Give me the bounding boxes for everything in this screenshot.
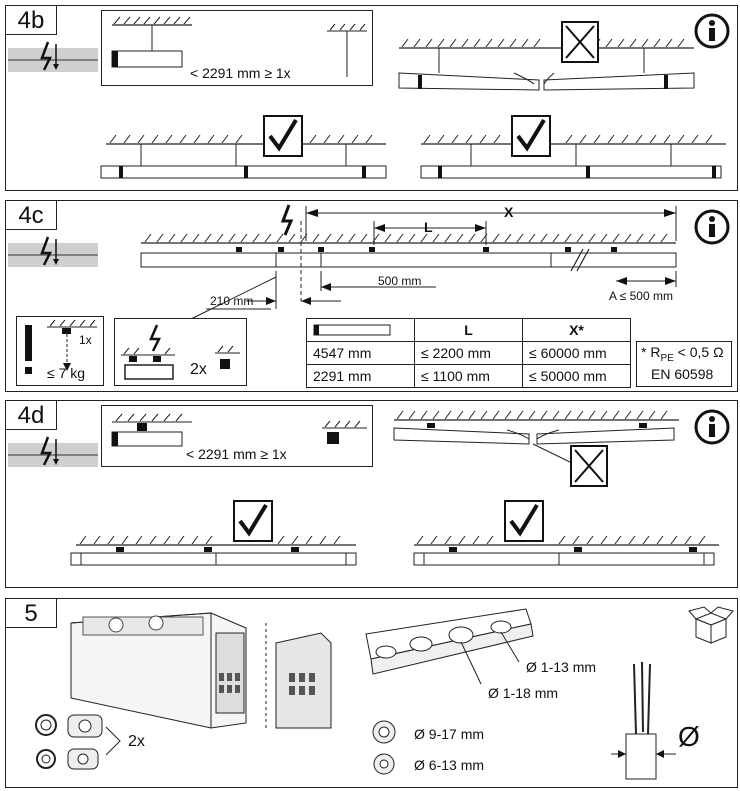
hole-large-label: Ø 1-18 mm [488, 685, 559, 701]
table-cell: ≤ 50000 mm [522, 364, 631, 388]
electric-warning-icon [8, 436, 98, 467]
clamp-box: 2x [114, 318, 247, 386]
luminaire-terminal-drawing [70, 612, 332, 729]
cable-drawing [611, 661, 676, 780]
gland-large-label: Ø 9-17 mm [414, 726, 485, 742]
weight-count: 1x [79, 333, 92, 347]
weight-max: ≤ 7 kg [47, 365, 86, 381]
spacing-table: L X* 4547 mm ≤ 2200 mm ≤ 60000 mm 2291 m… [306, 318, 631, 388]
exclamation-icon [25, 325, 32, 374]
dim-500-label: 500 mm [378, 274, 422, 288]
section-5: 5 2x Ø 1-13 mm Ø 1-18 mm Ø 9-17 mm [5, 598, 738, 788]
table-header-row: L X* [306, 318, 631, 342]
electric-warning-icon [8, 236, 98, 267]
check-icon [504, 500, 544, 542]
table-row: 4547 mm ≤ 2200 mm ≤ 60000 mm [306, 341, 631, 365]
section-4c: 4c [5, 200, 738, 392]
glands-count: 2x [128, 733, 145, 750]
info-icon [694, 13, 730, 49]
footnote-standard: EN 60598 [651, 366, 714, 382]
table-cell: ≤ 2200 mm [414, 341, 523, 365]
table-cell: 4547 mm [306, 341, 415, 365]
dim-210-label: 210 mm [210, 294, 254, 308]
length-note-box: < 2291 mm ≥ 1x [101, 10, 373, 86]
section-label-4d: 4d [5, 400, 57, 430]
dim-A-label: A ≤ 500 mm [609, 289, 673, 303]
section-label-4c: 4c [5, 200, 57, 230]
correct-mounting-right [420, 115, 726, 179]
length-note-box: < 2291 mm ≥ 1x [101, 405, 373, 467]
correct-mounting-right [413, 500, 719, 566]
clamp-count: 2x [190, 361, 207, 378]
length-note-text: < 2291 mm ≥ 1x [190, 65, 291, 81]
footnote-box: * RPE < 0,5 Ω EN 60598 [636, 341, 732, 387]
length-note-text: < 2291 mm ≥ 1x [186, 446, 287, 462]
hole-small-label: Ø 1-13 mm [526, 659, 597, 675]
section-label-5: 5 [5, 598, 57, 628]
box-icon [688, 606, 734, 644]
cross-icon [570, 445, 608, 487]
section-4b: 4b < 2291 mm ≥ 1x [5, 5, 738, 191]
wrong-mounting-drawing [393, 410, 679, 487]
knockout-strip-drawing [365, 608, 534, 685]
table-cell: ≤ 1100 mm [414, 364, 523, 388]
check-icon [233, 500, 273, 542]
wrong-mounting-drawing [398, 21, 695, 91]
cable-gland-icon [372, 720, 396, 775]
table-header-L: L [414, 318, 523, 342]
check-icon [263, 115, 303, 157]
gland-small-label: Ø 6-13 mm [414, 757, 485, 773]
footnote-value: < 0,5 Ω [673, 344, 724, 360]
correct-mounting-left [100, 115, 387, 179]
info-icon [694, 209, 730, 245]
correct-mounting-left [70, 500, 357, 566]
section-label-4b: 4b [5, 5, 57, 35]
weight-box: 1x ≤ 7 kg [16, 316, 104, 386]
table-cell: ≤ 60000 mm [522, 341, 631, 365]
cable-diameter-label: Ø [678, 721, 700, 752]
footnote-resistance: * RPE < 0,5 Ω [641, 344, 724, 364]
table-header-X: X* [522, 318, 631, 342]
info-icon [694, 409, 730, 445]
cross-icon [561, 21, 599, 63]
electric-warning-icon [8, 41, 98, 72]
cable-gland-icon [35, 714, 121, 770]
dim-L-label: L [424, 219, 433, 235]
table-header-luminaire [306, 318, 415, 342]
footnote-prefix: * R [641, 344, 661, 360]
footnote-sub: PE [660, 352, 674, 364]
ceiling-drawing [111, 16, 367, 77]
section-4d: 4d < 2291 mm ≥ 1x [5, 400, 738, 588]
table-row: 2291 mm ≤ 1100 mm ≤ 50000 mm [306, 364, 631, 388]
spacing-drawing [140, 204, 677, 320]
dim-X-label: X [504, 204, 514, 220]
table-cell: 2291 mm [306, 364, 415, 388]
check-icon [511, 115, 551, 157]
